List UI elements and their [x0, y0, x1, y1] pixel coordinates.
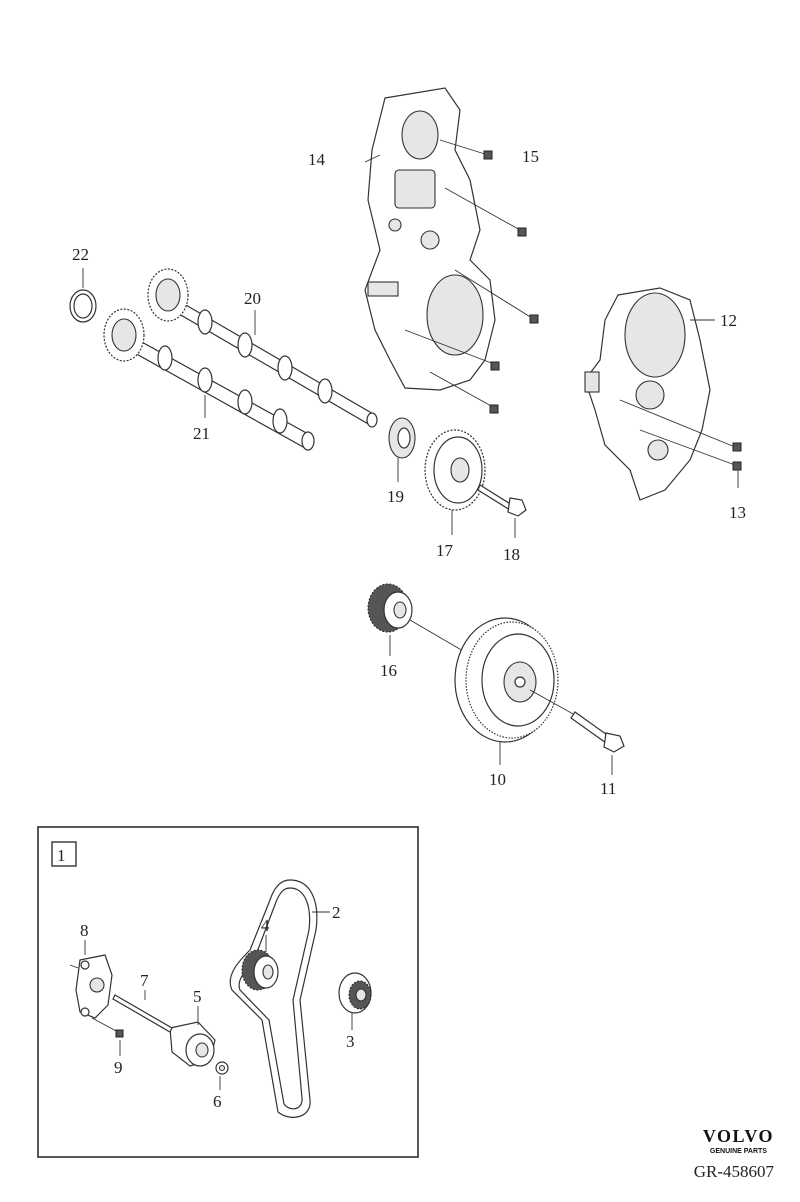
callout-8: 8: [80, 921, 89, 940]
crankshaft-pulley: [454, 617, 559, 765]
callout-2: 2: [332, 903, 341, 922]
callout-7: 7: [140, 971, 149, 990]
callout-4: 4: [261, 916, 270, 935]
callout-9: 9: [114, 1058, 123, 1077]
timing-belt-kit-inset: [37, 826, 419, 1158]
callout-14: 14: [308, 150, 326, 169]
callout-5: 5: [193, 987, 202, 1006]
camshaft-pulley: [424, 429, 486, 535]
callout-13: 13: [729, 503, 746, 522]
camshaft-lower: [103, 308, 315, 451]
callout-19: 19: [387, 487, 404, 506]
callout-17: 17: [436, 541, 454, 560]
callout-12: 12: [720, 311, 737, 330]
callout-22: 22: [72, 245, 89, 264]
seal-ring: [69, 268, 97, 323]
idler-pulley: [367, 583, 471, 656]
callout-16: 16: [380, 661, 397, 680]
front-timing-cover: [584, 287, 742, 501]
volvo-brand-mark: VOLVO GENUINE PARTS: [703, 1126, 774, 1155]
callout-10: 10: [489, 770, 506, 789]
camshaft-upper: [147, 268, 378, 428]
diagram-reference: GR-458607: [693, 1162, 774, 1181]
rear-timing-cover: [364, 87, 496, 391]
callout-1: 1: [57, 846, 66, 865]
callout-6: 6: [213, 1092, 222, 1111]
callout-20: 20: [244, 289, 261, 308]
volvo-logo: VOLVO: [702, 1126, 774, 1146]
crankshaft-bolt: [529, 689, 625, 775]
rear-cover-bolts: [404, 139, 539, 414]
genuine-parts-label: GENUINE PARTS: [709, 1148, 767, 1155]
callout-11: 11: [600, 779, 616, 798]
shaft-seal: [388, 417, 416, 482]
callout-3: 3: [346, 1032, 355, 1051]
callout-18: 18: [503, 545, 520, 564]
pulley-bolt: [477, 484, 527, 538]
callout-21: 21: [193, 424, 210, 443]
callout-15: 15: [522, 147, 539, 166]
